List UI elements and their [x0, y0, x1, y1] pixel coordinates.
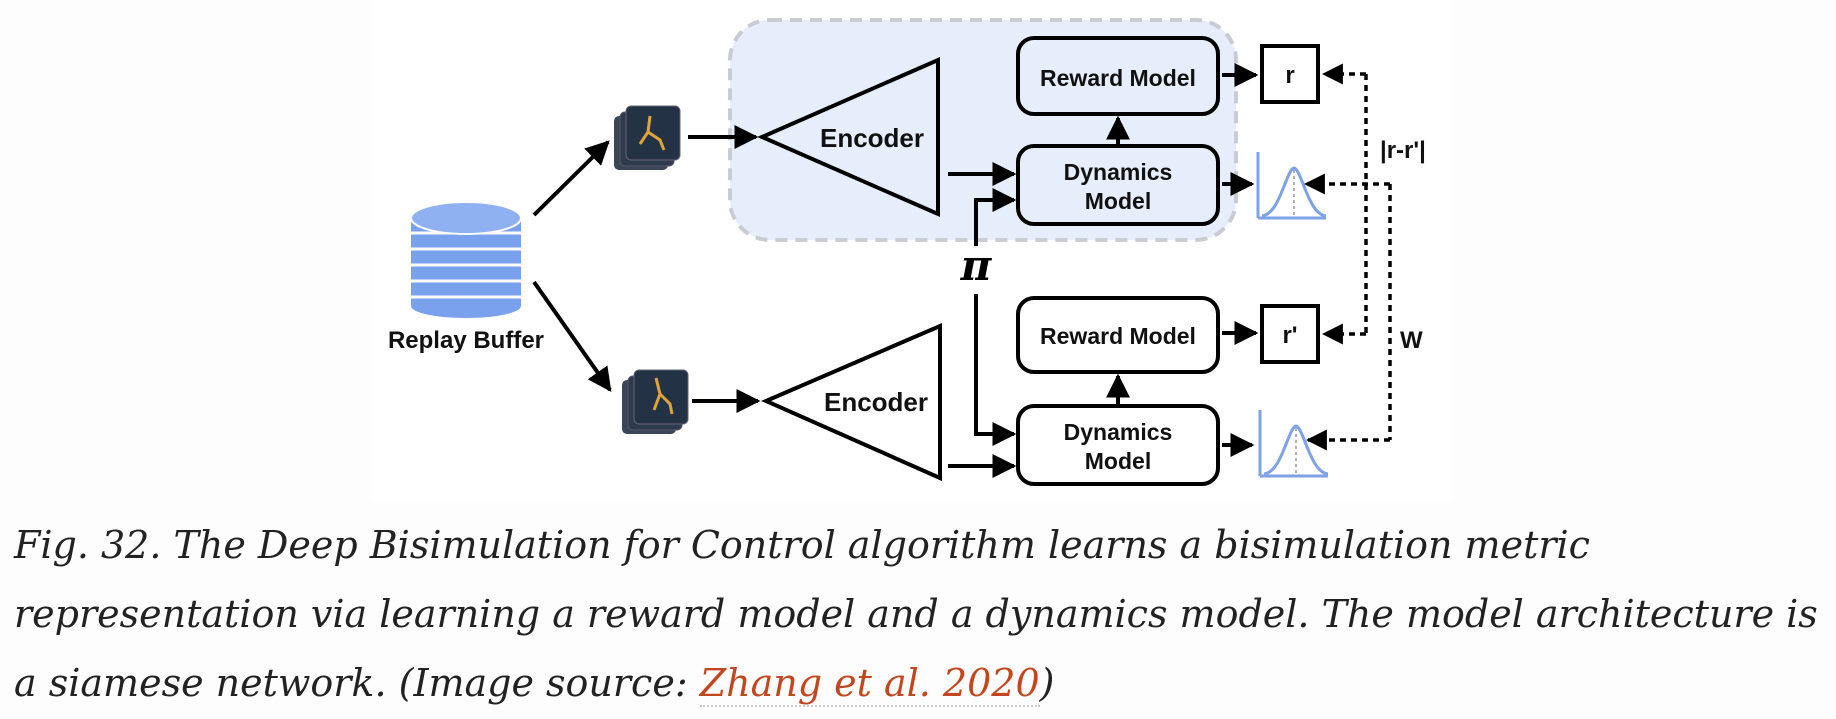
reward-model-top-label: Reward Model [1040, 65, 1196, 91]
distribution-bottom-icon [1258, 410, 1329, 478]
reward-model-bottom-label: Reward Model [1040, 323, 1196, 349]
encoder-bottom [761, 322, 942, 482]
figure-caption: Fig. 32. The Deep Bisimulation for Contr… [14, 511, 1820, 718]
dynamics-model-top-label-1: Dynamics [1064, 159, 1173, 185]
caption-closing: ) [1039, 661, 1055, 705]
encoder-bottom-label: Encoder [824, 387, 928, 417]
replay-buffer-label: Replay Buffer [388, 327, 544, 354]
source-link[interactable]: Zhang et al. 2020 [699, 661, 1040, 707]
observation-stack-top-icon [614, 105, 681, 170]
dbc-architecture-diagram: Replay Buffer Encoder Encoder π Reward M… [387, 18, 1426, 486]
policy-symbol: π [960, 241, 993, 290]
reward-output-top [1260, 44, 1320, 104]
reward-output-top-label: r [1285, 62, 1294, 89]
dynamics-model-bottom-label-1: Dynamics [1064, 419, 1173, 445]
reward-model-top [1016, 36, 1220, 116]
dynamics-model-top-label-2: Model [1085, 188, 1151, 214]
dynamics-model-bottom-label-2: Model [1085, 448, 1151, 474]
reward-model-bottom [1016, 296, 1220, 374]
reward-output-bottom-label: r' [1282, 322, 1297, 349]
replay-buffer-database-icon [410, 201, 522, 318]
encoder-top-label: Encoder [820, 123, 924, 153]
distribution-top-icon [1256, 152, 1327, 220]
wasserstein-label: W [1400, 327, 1423, 354]
reward-difference-label: |r-r'| [1380, 137, 1426, 164]
reward-output-bottom [1260, 304, 1320, 364]
observation-stack-bottom-icon [622, 369, 689, 434]
encoder-top [757, 56, 940, 218]
caption-text: Fig. 32. The Deep Bisimulation for Contr… [14, 523, 1818, 705]
